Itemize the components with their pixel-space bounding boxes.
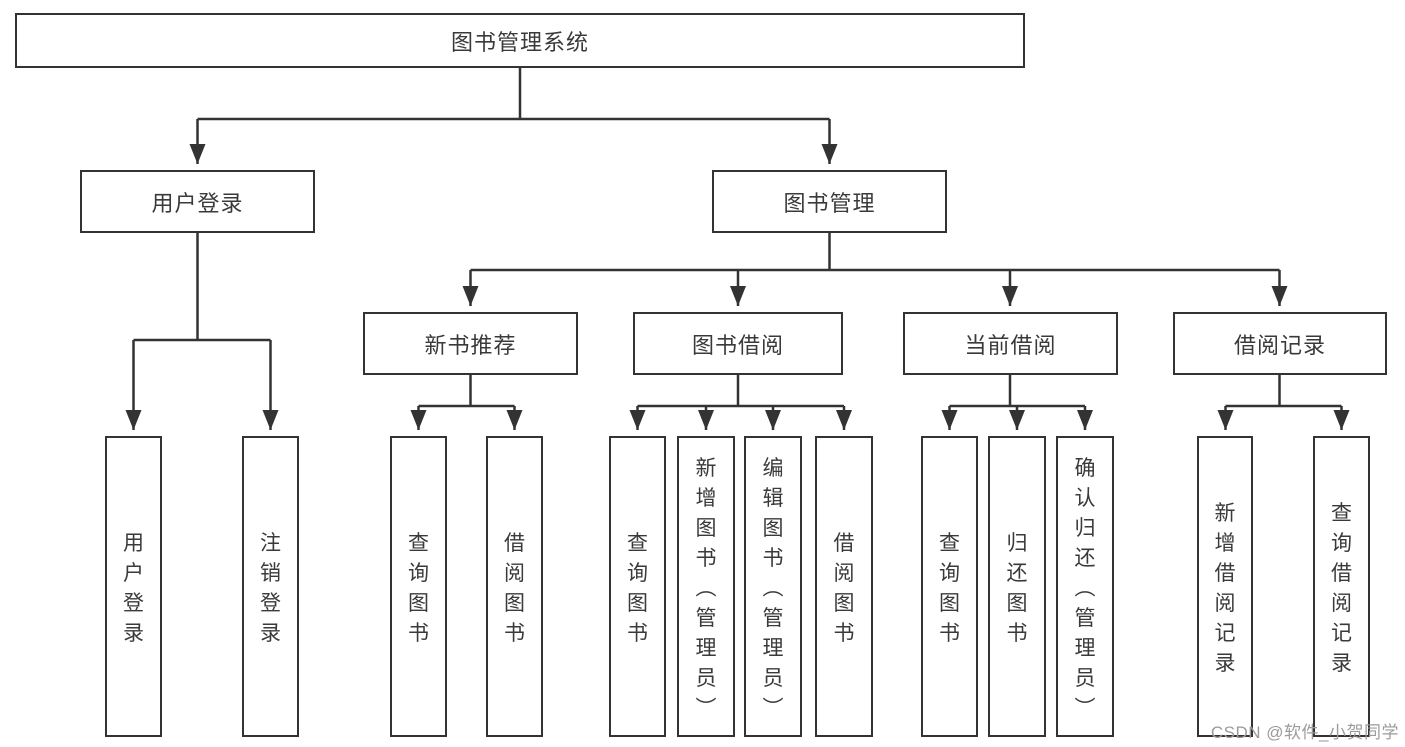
leaf-confirm-return-admin-label: 确认归还（管理员） [1072, 456, 1096, 718]
leaf-borrowing-borrow-books-label: 借阅图书 [833, 531, 855, 645]
leaf-return-books: 归还图书 [988, 436, 1046, 737]
leaf-logout: 注销登录 [242, 436, 299, 737]
node-library-system: 图书管理系统 [15, 13, 1025, 68]
node-book-borrowing-label: 图书借阅 [691, 332, 784, 358]
leaf-add-borrow-record: 新增借阅记录 [1197, 436, 1253, 737]
leaf-add-books-admin-label: 新增图书（管理员） [693, 456, 717, 718]
leaf-current-query-books-label: 查询图书 [939, 531, 960, 645]
leaf-edit-books-admin: 编辑图书（管理员） [744, 436, 802, 737]
node-current-borrowing-label: 当前借阅 [964, 332, 1057, 358]
leaf-query-borrow-record: 查询借阅记录 [1313, 436, 1370, 737]
leaf-add-books-admin: 新增图书（管理员） [677, 436, 735, 737]
leaf-query-borrow-record-label: 查询借阅记录 [1331, 501, 1352, 675]
node-book-management-label: 图书管理 [783, 190, 876, 216]
node-book-management: 图书管理 [712, 170, 947, 233]
leaf-recommend-borrow-books: 借阅图书 [486, 436, 543, 737]
node-user-login-label: 用户登录 [151, 190, 244, 216]
leaf-confirm-return-admin: 确认归还（管理员） [1056, 436, 1114, 737]
node-new-book-recommend-label: 新书推荐 [424, 332, 517, 358]
node-new-book-recommend: 新书推荐 [363, 312, 578, 375]
leaf-borrowing-query-books-label: 查询图书 [627, 531, 648, 645]
leaf-edit-books-admin-label: 编辑图书（管理员） [760, 456, 784, 718]
node-borrowing-records-label: 借阅记录 [1233, 332, 1326, 358]
leaf-borrowing-query-books: 查询图书 [609, 436, 666, 737]
leaf-return-books-label: 归还图书 [1006, 531, 1028, 645]
leaf-user-login-label: 用户登录 [123, 531, 144, 645]
leaf-current-query-books: 查询图书 [921, 436, 978, 737]
watermark: CSDN @软件_小贺同学 [1210, 723, 1399, 742]
leaf-recommend-borrow-books-label: 借阅图书 [504, 531, 525, 645]
leaf-recommend-query-books-label: 查询图书 [408, 531, 429, 645]
leaf-recommend-query-books: 查询图书 [390, 436, 447, 737]
leaf-borrowing-borrow-books: 借阅图书 [815, 436, 873, 737]
node-book-borrowing: 图书借阅 [633, 312, 843, 375]
node-current-borrowing: 当前借阅 [903, 312, 1118, 375]
node-borrowing-records: 借阅记录 [1173, 312, 1387, 375]
leaf-add-borrow-record-label: 新增借阅记录 [1214, 501, 1236, 675]
node-user-login: 用户登录 [80, 170, 315, 233]
node-library-system-label: 图书管理系统 [450, 29, 589, 55]
leaf-logout-label: 注销登录 [260, 531, 281, 645]
leaf-user-login: 用户登录 [105, 436, 162, 737]
